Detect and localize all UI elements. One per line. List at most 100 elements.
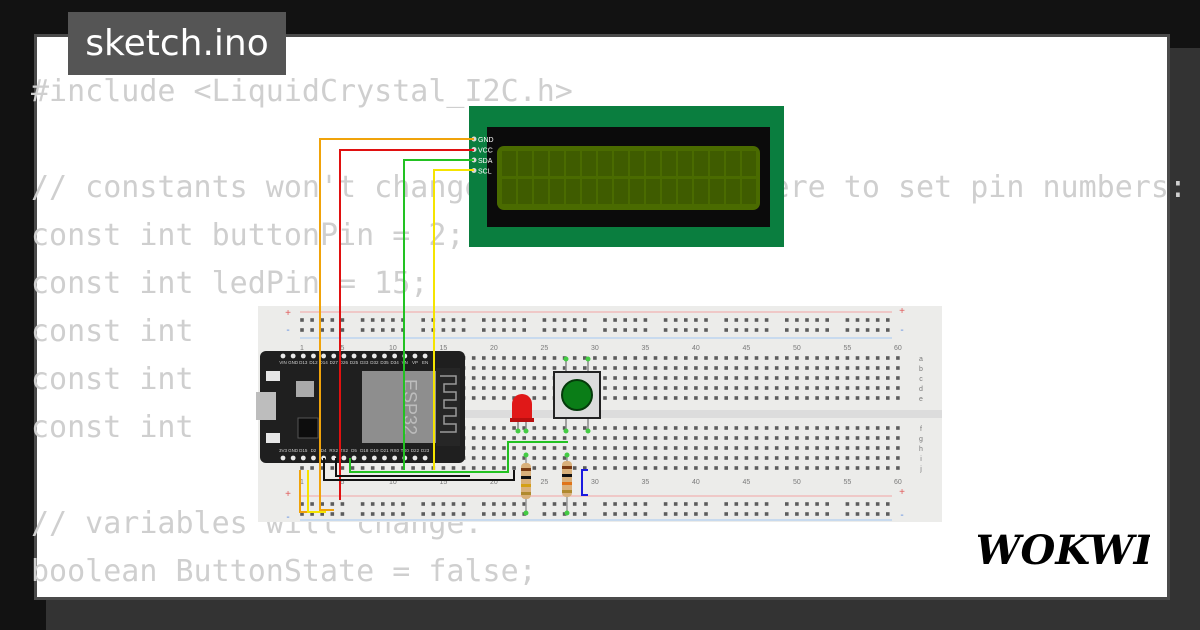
breadboard-hole	[886, 502, 890, 506]
breadboard-hole	[502, 426, 506, 430]
breadboard-hole	[896, 366, 900, 370]
breadboard-hole	[734, 376, 739, 380]
breadboard-hole	[471, 426, 476, 430]
breadboard-hole	[603, 376, 607, 380]
breadboard-hole	[562, 512, 567, 516]
esp32-pin-label: TX2	[340, 448, 349, 453]
breadboard-hole	[855, 512, 860, 516]
breadboard-hole	[583, 456, 587, 460]
breadboard-hole	[653, 386, 658, 390]
esp32-pin	[311, 455, 316, 461]
breadboard-hole	[471, 366, 476, 370]
breadboard-hole	[785, 328, 789, 332]
resistor-2[interactable]	[562, 455, 572, 512]
esp32-pin-label: EN	[422, 360, 428, 365]
breadboard-hole	[492, 366, 496, 370]
breadboard-hole	[603, 386, 607, 390]
breadboard-hole	[623, 356, 627, 360]
breadboard-hole	[855, 318, 860, 322]
breadboard-hole	[805, 512, 809, 516]
breadboard-hole	[785, 386, 789, 390]
breadboard-hole	[785, 396, 789, 400]
breadboard-hole	[593, 426, 597, 430]
breadboard-hole	[754, 512, 759, 516]
breadboard-hole	[785, 426, 789, 430]
esp32-pin	[280, 353, 286, 359]
breadboard-hole	[552, 436, 557, 440]
breadboard-hole	[855, 502, 860, 506]
breadboard-hole	[482, 318, 486, 322]
row-label: d	[919, 386, 923, 393]
wire-scl-yellow	[433, 169, 474, 470]
breadboard-hole	[482, 512, 486, 516]
pushbutton[interactable]	[553, 360, 601, 430]
breadboard-hole	[522, 376, 526, 380]
breadboard-hole	[845, 318, 850, 322]
esp32-pin-label: D18	[360, 448, 369, 453]
breadboard-hole	[532, 446, 537, 450]
breadboard-hole	[653, 426, 658, 430]
breadboard-hole	[684, 356, 688, 360]
breadboard-hole	[623, 396, 627, 400]
breadboard-hole	[391, 328, 395, 332]
breadboard-hole	[875, 318, 880, 322]
breadboard-hole	[391, 512, 395, 516]
breadboard-hole	[724, 456, 728, 460]
breadboard-hole	[431, 502, 436, 506]
breadboard-hole	[512, 366, 516, 370]
breadboard-hole	[886, 318, 890, 322]
breadboard-hole	[744, 512, 749, 516]
breadboard-hole	[684, 446, 688, 450]
breadboard-hole	[855, 426, 860, 430]
breadboard-hole	[764, 436, 769, 440]
breadboard-hole	[613, 502, 617, 506]
column-label: 50	[793, 479, 801, 486]
esp32-pin-label: TX0	[401, 448, 410, 453]
breadboard-hole	[613, 318, 617, 322]
breadboard-hole	[613, 466, 617, 470]
esp32-pin	[361, 353, 367, 359]
breadboard-hole	[492, 318, 496, 322]
breadboard-hole	[411, 466, 415, 470]
resistor-1[interactable]	[521, 455, 531, 512]
breadboard-hole	[572, 446, 577, 450]
breadboard-hole	[623, 512, 627, 516]
breadboard-hole	[764, 396, 769, 400]
breadboard-hole	[633, 456, 638, 460]
breadboard-hole	[835, 436, 840, 440]
esp32-pin	[382, 455, 387, 461]
breadboard-hole	[330, 328, 335, 332]
breadboard-hole	[825, 328, 829, 332]
breadboard-hole	[835, 356, 840, 360]
breadboard-hole	[583, 426, 587, 430]
breadboard-hole	[845, 466, 850, 470]
breadboard-hole	[633, 502, 638, 506]
breadboard-hole	[764, 376, 769, 380]
breadboard-hole	[340, 328, 345, 332]
breadboard-hole	[572, 466, 577, 470]
breadboard-hole	[673, 436, 678, 440]
breadboard-hole	[613, 456, 617, 460]
breadboard-hole	[421, 512, 425, 516]
breadboard-hole	[663, 466, 668, 470]
breadboard-hole	[492, 328, 496, 332]
breadboard-hole	[482, 328, 486, 332]
esp32-pin-label: VIN	[279, 360, 287, 365]
breadboard-hole	[673, 386, 678, 390]
breadboard-hole	[451, 466, 456, 470]
breadboard-hole	[845, 396, 850, 400]
breadboard-hole	[704, 396, 708, 400]
breadboard-hole	[694, 466, 698, 470]
breadboard-hole	[875, 456, 880, 460]
lcd-cell	[662, 179, 676, 204]
breadboard-hole	[825, 466, 829, 470]
breadboard-hole	[603, 512, 607, 516]
breadboard-hole	[572, 512, 577, 516]
esp32-pin	[412, 353, 418, 359]
wire-blue	[581, 469, 588, 496]
sketch-filename-tab[interactable]: sketch.ino	[68, 12, 286, 75]
led-red[interactable]	[510, 394, 534, 430]
breadboard-hole	[613, 328, 617, 332]
